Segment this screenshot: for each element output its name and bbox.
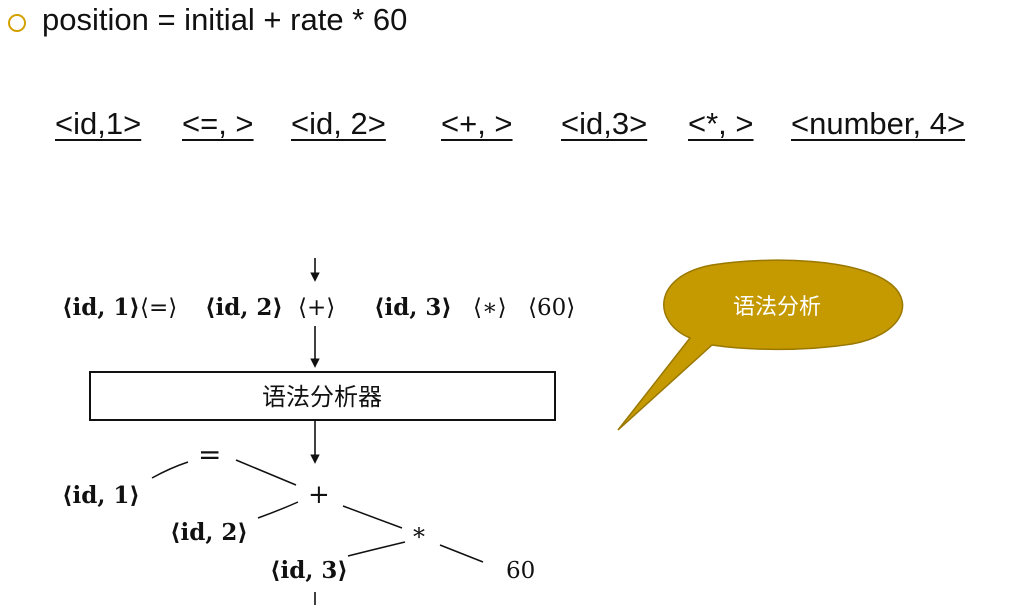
token-assign: <=, > — [182, 106, 254, 141]
tree-leaf-id3: ⟨id, 3⟩ — [270, 557, 348, 584]
input-token-stream: ⟨id, 1⟩ ⟨=⟩ ⟨id, 2⟩ ⟨+⟩ ⟨id, 3⟩ ⟨∗⟩ ⟨60⟩ — [62, 294, 575, 321]
input-token-plus: ⟨+⟩ — [298, 295, 335, 321]
tree-leaf-id2: ⟨id, 2⟩ — [170, 519, 248, 546]
token-number-4: <number, 4> — [791, 106, 966, 141]
tree-leaf-60: 60 — [506, 558, 535, 584]
edge-times-60 — [439, 544, 484, 563]
tree-plus-op: + — [308, 480, 330, 510]
statement-line: position = initial + rate * 60 — [8, 0, 407, 44]
tree-leaf-id1: ⟨id, 1⟩ — [62, 482, 140, 509]
edge-assign-id1 — [151, 461, 189, 479]
callout-bubble — [617, 259, 904, 431]
input-token-id1: ⟨id, 1⟩ — [62, 294, 140, 321]
tree-assign-op: = — [198, 438, 221, 471]
parser-box-label: 语法分析器 — [262, 383, 382, 411]
input-token-id3: ⟨id, 3⟩ — [374, 294, 452, 321]
callout-label: 语法分析 — [733, 295, 821, 320]
input-token-assign: ⟨=⟩ — [140, 295, 177, 321]
input-token-60: ⟨60⟩ — [528, 295, 575, 321]
input-token-id2: ⟨id, 2⟩ — [205, 294, 283, 321]
input-token-times: ⟨∗⟩ — [473, 295, 507, 321]
edge-assign-plus — [235, 459, 297, 486]
tree-edges — [151, 459, 484, 563]
token-plus: <+, > — [441, 106, 513, 141]
edge-plus-times — [342, 505, 403, 529]
token-times: <*, > — [688, 106, 754, 141]
token-id-3: <id,3> — [561, 106, 648, 141]
edge-times-id3 — [347, 541, 406, 557]
tree-times-op: * — [413, 523, 425, 551]
parser-box — [89, 371, 556, 421]
syntax-tree: = + * ⟨id, 1⟩ ⟨id, 2⟩ ⟨id, 3⟩ 60 — [62, 438, 535, 584]
statement-text: position = initial + rate * 60 — [42, 2, 408, 37]
token-id-2: <id, 2> — [291, 106, 386, 141]
bullet-circle-icon — [8, 14, 26, 32]
edge-plus-id2 — [257, 501, 299, 519]
token-id-1: <id,1> — [55, 106, 142, 141]
